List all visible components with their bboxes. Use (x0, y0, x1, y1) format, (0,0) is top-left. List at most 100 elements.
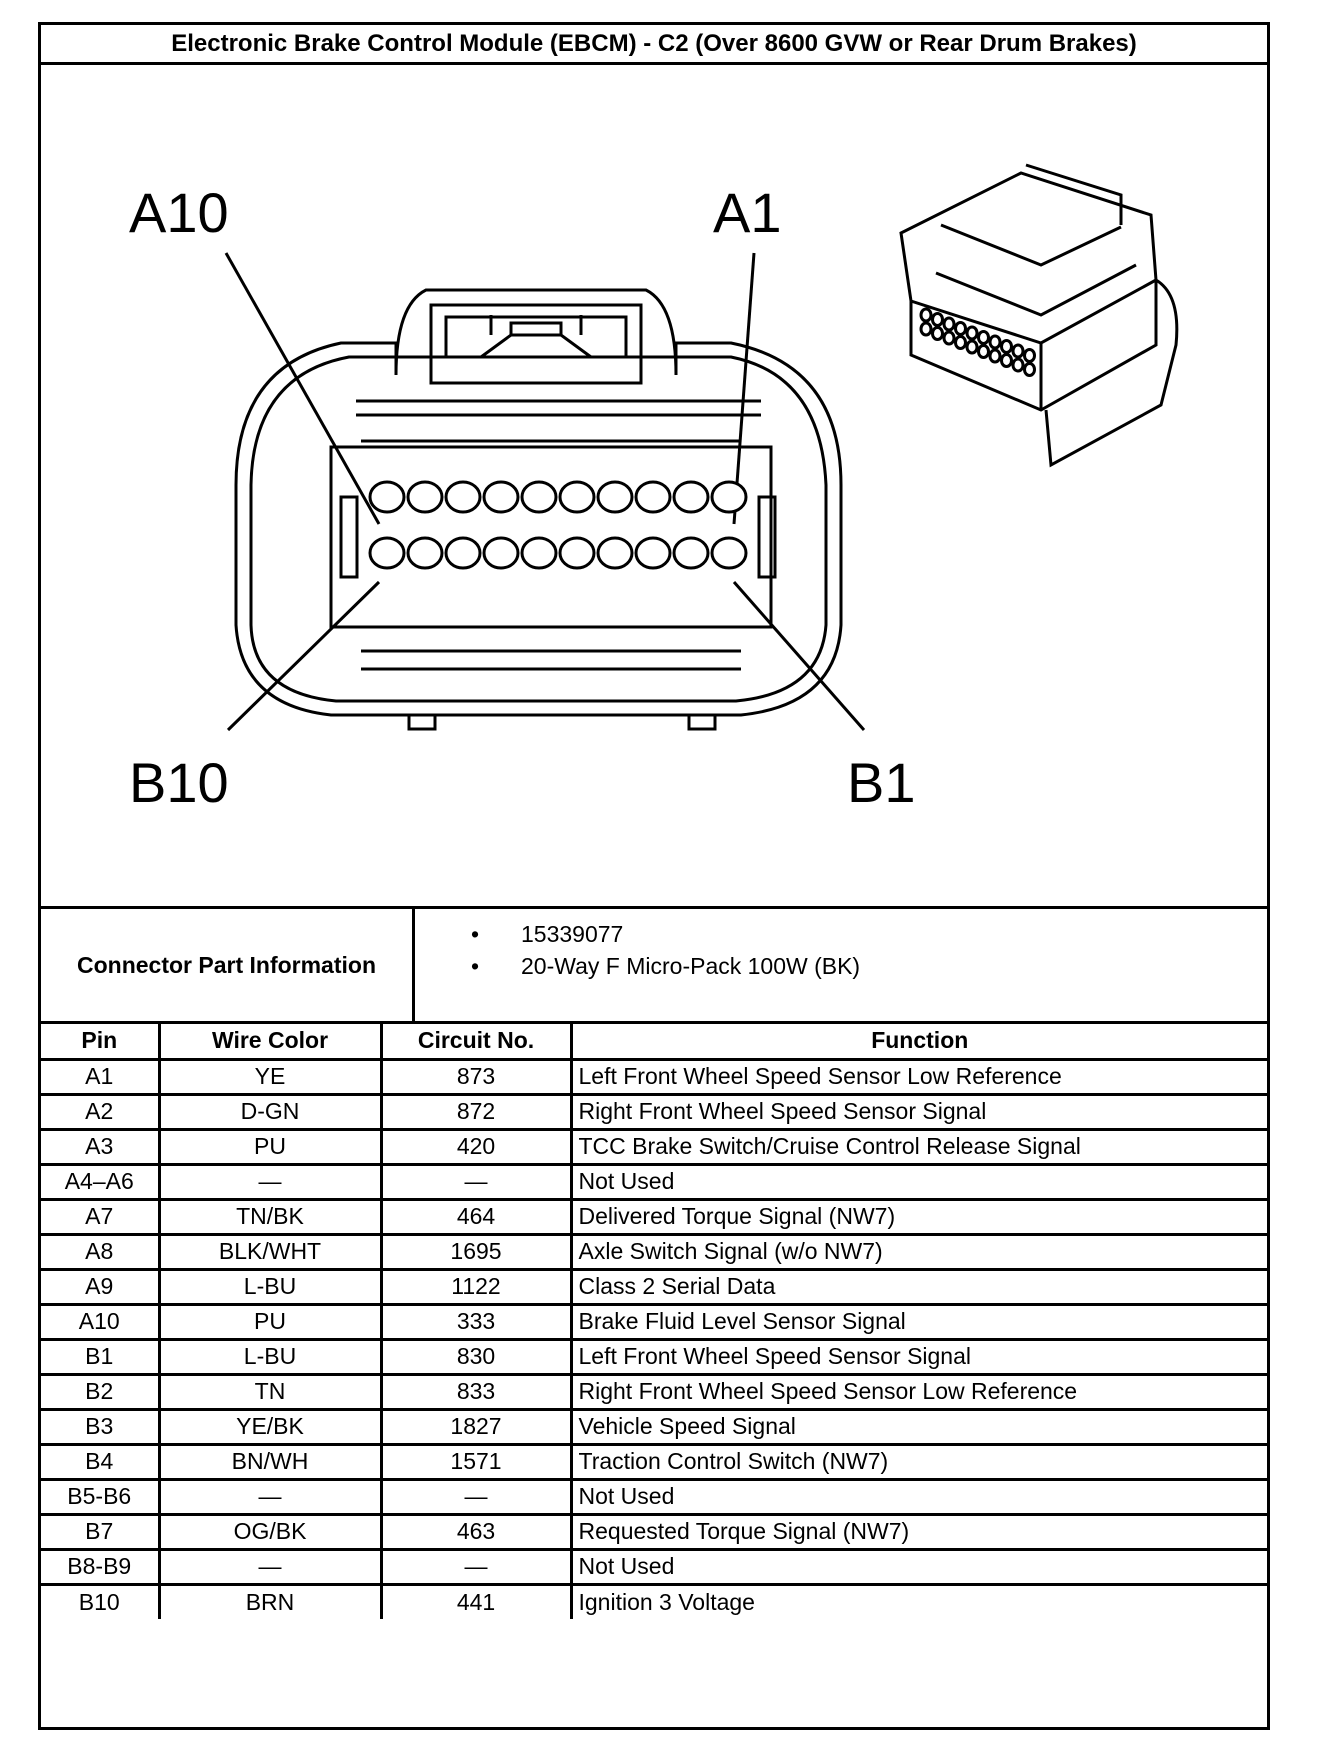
pin-cavity (596, 480, 634, 514)
pin-3d (988, 348, 1002, 364)
cell-pin: B8-B9 (41, 1547, 161, 1586)
cell-pin: A3 (41, 1127, 161, 1166)
info-item-text: 15339077 (521, 921, 624, 947)
cell-function: Traction Control Switch (NW7) (569, 1442, 1267, 1481)
cell-wire-color: PU (157, 1127, 383, 1166)
pin-cavity (672, 536, 710, 570)
header-function: Function (569, 1024, 1267, 1061)
cell-pin: A1 (41, 1057, 161, 1096)
pin-cavity (368, 536, 406, 570)
pin-3d (965, 339, 979, 355)
table-header-row: Pin Wire Color Circuit No. Function (41, 1024, 1267, 1061)
connector-3d-pins (919, 307, 1036, 377)
cell-pin: A8 (41, 1232, 161, 1271)
cell-circuit-no: — (379, 1162, 573, 1201)
cell-function: Not Used (569, 1162, 1267, 1201)
pin-3d (988, 334, 1002, 350)
cell-function: Ignition 3 Voltage (569, 1582, 1267, 1619)
pin-cavity (558, 480, 596, 514)
label-a10: A10 (129, 181, 229, 244)
cell-wire-color: TN (157, 1372, 383, 1411)
pin-3d (965, 325, 979, 341)
pin-cavity (710, 536, 748, 570)
pin-cavity (634, 536, 672, 570)
cell-circuit-no: 463 (379, 1512, 573, 1551)
cell-wire-color: BLK/WHT (157, 1232, 383, 1271)
cell-circuit-no: 420 (379, 1127, 573, 1166)
cell-wire-color: BRN (157, 1582, 383, 1619)
cell-wire-color: TN/BK (157, 1197, 383, 1236)
pin-cavity (444, 536, 482, 570)
cell-function: Delivered Torque Signal (NW7) (569, 1197, 1267, 1236)
pin-3d (942, 316, 956, 332)
cell-pin: B1 (41, 1337, 161, 1376)
leader-line-b10 (226, 580, 381, 732)
pin-3d (1000, 353, 1013, 368)
leader-line-a1 (732, 252, 756, 525)
cell-wire-color: D-GN (157, 1092, 383, 1131)
pin-cavity (558, 536, 596, 570)
cell-function: Axle Switch Signal (w/o NW7) (569, 1232, 1267, 1271)
cell-circuit-no: 1695 (379, 1232, 573, 1271)
pin-cavity (672, 480, 710, 514)
leader-line-b1 (732, 581, 866, 731)
cell-circuit-no: 441 (379, 1582, 573, 1619)
table-row: B5-B6——Not Used (41, 1477, 1267, 1516)
pin-3d (919, 321, 933, 337)
cell-wire-color: YE/BK (157, 1407, 383, 1446)
cell-function: Not Used (569, 1477, 1267, 1516)
pin-cavity (596, 536, 634, 570)
cell-function: Class 2 Serial Data (569, 1267, 1267, 1306)
pin-cavity (482, 536, 520, 570)
cell-pin: A2 (41, 1092, 161, 1131)
label-a1: A1 (713, 181, 782, 244)
pin-3d (977, 330, 990, 345)
label-b1: B1 (847, 751, 916, 814)
pin-3d (1011, 357, 1025, 373)
cell-wire-color: PU (157, 1302, 383, 1341)
bullet: • (471, 953, 480, 979)
cell-function: Right Front Wheel Speed Sensor Signal (569, 1092, 1267, 1131)
cell-function: TCC Brake Switch/Cruise Control Release … (569, 1127, 1267, 1166)
pin-cavity (444, 480, 482, 514)
connector-3d-view (899, 163, 1179, 468)
pin-cavity (710, 480, 748, 514)
connector-diagram: A10 A1 B10 B1 (41, 65, 1267, 906)
label-b10: B10 (129, 751, 229, 814)
header-circuit-no: Circuit No. (379, 1024, 573, 1061)
cell-circuit-no: 464 (379, 1197, 573, 1236)
cell-wire-color: BN/WH (157, 1442, 383, 1481)
cell-pin: B2 (41, 1372, 161, 1411)
cell-function: Vehicle Speed Signal (569, 1407, 1267, 1446)
connector-info-label: Connector Part Information (41, 909, 415, 1021)
sheet-title: Electronic Brake Control Module (EBCM) -… (41, 25, 1267, 65)
pin-3d (1000, 339, 1013, 354)
cell-circuit-no: 833 (379, 1372, 573, 1411)
cell-wire-color: L-BU (157, 1267, 383, 1306)
cell-circuit-no: 1827 (379, 1407, 573, 1446)
cell-pin: B3 (41, 1407, 161, 1446)
header-wire-color: Wire Color (157, 1024, 383, 1061)
pin-cavity (406, 536, 444, 570)
pin-3d (931, 326, 944, 341)
table-row: A4–A6——Not Used (41, 1162, 1267, 1201)
cell-circuit-no: 333 (379, 1302, 573, 1341)
cell-circuit-no: 872 (379, 1092, 573, 1131)
cell-function: Left Front Wheel Speed Sensor Signal (569, 1337, 1267, 1376)
cell-pin: A9 (41, 1267, 161, 1306)
connector-part-info: Connector Part Information • 15339077 • … (41, 906, 1267, 1024)
cell-pin: A7 (41, 1197, 161, 1236)
cell-wire-color: — (157, 1547, 383, 1586)
pin-cavities (368, 480, 748, 570)
pin-cavity (634, 480, 672, 514)
pin-cavity (482, 480, 520, 514)
cell-circuit-no: — (379, 1547, 573, 1586)
